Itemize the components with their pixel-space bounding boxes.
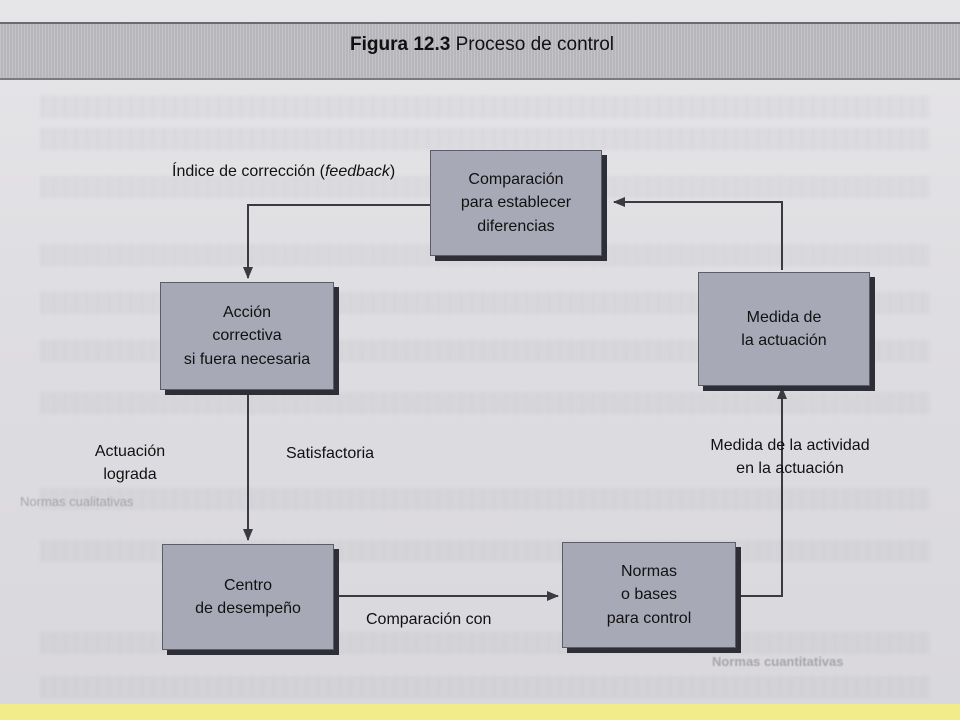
node-medida-line1: Medida de — [746, 308, 822, 326]
label-medida-actividad-line1: Medida de la actividad — [710, 437, 870, 454]
label-feedback-prefix: Índice de corrección ( — [172, 163, 325, 180]
bleed-through-line — [40, 96, 930, 118]
label-actuacion-line2: lograda — [103, 466, 157, 484]
label-medida-actividad-line2: en la actuación — [736, 460, 844, 478]
node-accion-line1: Acción — [222, 304, 271, 322]
label-feedback-suffix: ) — [389, 163, 396, 180]
bleed-through-line — [40, 392, 930, 414]
bleed-through-line — [40, 488, 930, 510]
node-medida-line2: la actuación — [741, 332, 827, 349]
node-normas-line3: para control — [606, 609, 692, 627]
footer-strip — [0, 704, 960, 720]
book-page: Normas cualitativas Normas cuantitativas… — [0, 0, 960, 704]
figure-title: Figura 12.3 Proceso de control — [350, 34, 614, 56]
node-medida-actuacion: Medida de la actuación — [698, 272, 870, 386]
arrow-feedback — [243, 204, 430, 279]
ghost-heading-cuantitativas: Normas cuantitativas — [712, 654, 844, 669]
node-normas-line1: Normas — [620, 563, 677, 581]
node-comparacion-line1: Comparación — [468, 171, 564, 189]
node-normas-line2: o bases — [620, 586, 678, 604]
node-accion-line2: correctiva — [212, 327, 282, 345]
arrow-medida-to-comparacion — [613, 197, 783, 270]
label-medida-actividad: Medida de la actividad en la actuación — [698, 434, 882, 480]
label-actuacion-line1: Actuación — [94, 443, 166, 460]
figure-caption: Proceso de control — [455, 34, 615, 55]
label-feedback: Índice de corrección (feedback) — [172, 160, 395, 183]
node-comparacion: Comparación para establecer diferencias — [430, 150, 602, 256]
node-accion-correctiva: Acción correctiva si fuera necesaria — [160, 282, 334, 390]
figure-header-bar — [0, 22, 960, 80]
node-accion-line3: si fuera necesaria — [183, 350, 311, 368]
node-normas-control: Normas o bases para control — [562, 542, 736, 648]
label-satisfactoria: Satisfactoria — [286, 445, 375, 462]
node-comparacion-line3: diferencias — [477, 217, 555, 235]
node-centro-line2: de desempeño — [195, 600, 301, 617]
label-comparacion-con: Comparación con — [366, 611, 492, 628]
node-centro-line1: Centro — [223, 576, 272, 594]
bleed-through-line — [40, 128, 930, 150]
node-comparacion-line2: para establecer — [460, 194, 572, 212]
arrow-normas-to-medida — [738, 387, 787, 597]
label-actuacion-lograda: Actuación lograda — [88, 440, 172, 486]
figure-number: Figura 12.3 — [350, 34, 451, 55]
bleed-through-line — [40, 676, 930, 698]
ghost-heading-cualitativas: Normas cualitativas — [20, 494, 134, 509]
label-feedback-italic: feedback — [324, 163, 390, 180]
node-centro-desempeno: Centro de desempeño — [162, 544, 334, 650]
diagram-arrows — [243, 197, 787, 601]
